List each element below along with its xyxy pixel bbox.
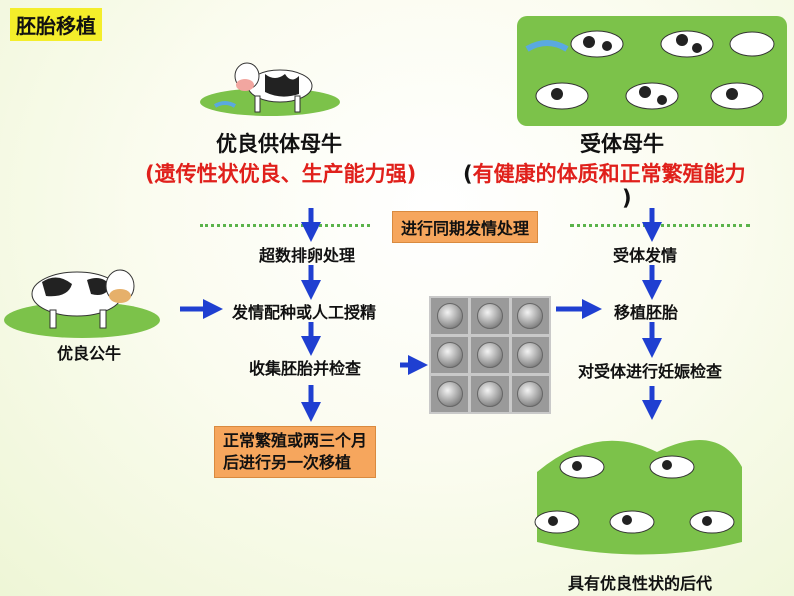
- dotted-line-left: [200, 224, 370, 227]
- donor-traits-text: (遗传性状优良、生产能力强): [145, 162, 417, 186]
- paren-close: ): [622, 186, 632, 210]
- donor-cow-label: 优良供体母牛: [216, 132, 342, 156]
- embryo-micrograph-grid: [429, 296, 551, 414]
- embryo-image: [431, 376, 469, 412]
- offspring-label: 具有优良性状的后代: [568, 574, 713, 593]
- embryo-image: [511, 337, 549, 373]
- recipient-cow-traits: (有健康的体质和正常繁殖能力: [463, 158, 746, 188]
- sync-estrus-box: 进行同期发情处理: [392, 211, 539, 243]
- embryo-image: [511, 298, 549, 334]
- repeat-line-2: 后进行另一次移植: [223, 453, 352, 472]
- step-pregnancy-check: 对受体进行妊娠检查: [578, 362, 723, 381]
- step-recipient-estrus: 受体发情: [613, 246, 678, 265]
- step-transfer-embryo: 移植胚胎: [614, 303, 679, 322]
- step-collect-embryo: 收集胚胎并检查: [249, 359, 362, 378]
- bull-illustration: [4, 269, 160, 338]
- donor-cow-illustration: [200, 62, 340, 116]
- repeat-transfer-box: 正常繁殖或两三个月 后进行另一次移植: [214, 426, 377, 478]
- embryo-image: [431, 337, 469, 373]
- embryo-image: [471, 376, 509, 412]
- recipient-cow-label: 受体母牛: [580, 132, 664, 156]
- embryo-image: [431, 298, 469, 334]
- donor-cow-traits: (遗传性状优良、生产能力强): [145, 158, 416, 188]
- paren-open: (: [463, 162, 473, 186]
- embryo-image: [511, 376, 549, 412]
- bull-label: 优良公牛: [57, 344, 122, 363]
- repeat-line-1: 正常繁殖或两三个月: [223, 431, 368, 450]
- recipient-traits-text: 有健康的体质和正常繁殖能力: [472, 162, 746, 186]
- recipient-cows-illustration: [517, 16, 787, 126]
- page-title: 胚胎移植: [10, 8, 102, 41]
- step-mating: 发情配种或人工授精: [232, 303, 377, 322]
- embryo-image: [471, 337, 509, 373]
- offspring-cows-illustration: [534, 440, 742, 555]
- embryo-image: [471, 298, 509, 334]
- step-superovulation: 超数排卵处理: [259, 246, 356, 265]
